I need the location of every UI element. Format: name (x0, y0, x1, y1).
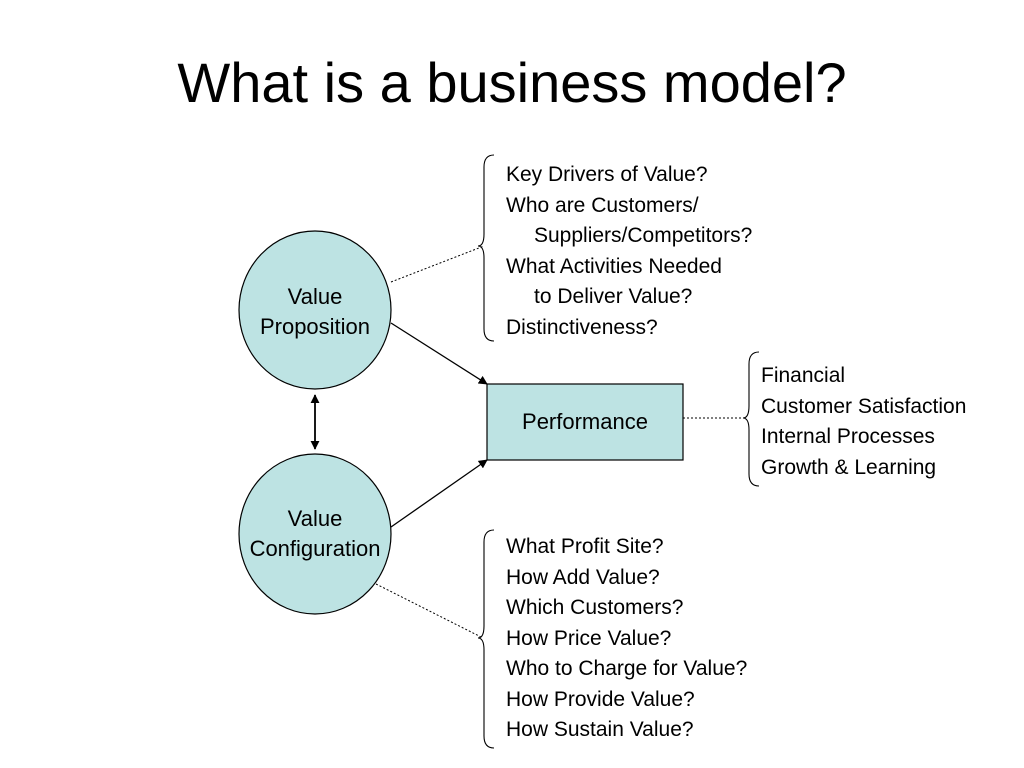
list-item: Distinctiveness? (506, 315, 658, 339)
list-item: Who to Charge for Value? (506, 657, 748, 680)
list-item: Customer Satisfaction (761, 394, 967, 418)
value-configuration-label-line-1: Value (287, 506, 343, 531)
performance-node (486, 383, 684, 461)
list-item: How Sustain Value? (506, 718, 694, 741)
value-configuration-label-line-2: Configuration (249, 536, 381, 561)
list-item: Who are Customers/ (506, 193, 699, 217)
list-item: How Add Value? (506, 565, 660, 589)
list-item: Suppliers/Competitors? (534, 224, 753, 247)
configuration-to-performance-arrow (390, 459, 488, 528)
configuration-questions-list: What Profit Site? How Add Value? Which Cus… (506, 532, 747, 746)
performance-label-text: Performance (522, 409, 648, 434)
value-proposition-node (238, 230, 392, 390)
value-proposition-label-line-2: Proposition (259, 314, 371, 339)
performance-list-brace (742, 351, 760, 487)
list-item: to Deliver Value? (534, 285, 693, 308)
slide-title: What is a business model? (177, 51, 847, 114)
list-item: What Profit Site? (506, 535, 664, 558)
proposition-list-brace (477, 154, 495, 342)
list-item: How Provide Value? (506, 687, 695, 711)
value-configuration-node (238, 453, 392, 615)
list-item: How Price Value? (506, 626, 672, 650)
list-item: What Activities Needed (506, 254, 722, 278)
list-item: Growth & Learning (761, 455, 937, 479)
value-configuration-label: Value Configuration (239, 504, 391, 564)
list-item: Key Drivers of Value? (506, 163, 708, 186)
value-proposition-label: Value Proposition (239, 282, 391, 342)
list-item: Internal Processes (761, 425, 935, 448)
configuration-list-brace (477, 529, 495, 749)
proposition-dotted-connector (390, 245, 485, 283)
performance-label: Performance (487, 407, 683, 437)
proposition-questions-list: Key Drivers of Value? Who are Customers/S… (506, 160, 752, 343)
configuration-dotted-connector (375, 583, 484, 639)
list-item: Which Customers? (506, 596, 684, 619)
proposition-to-performance-arrow (390, 322, 488, 385)
value-proposition-label-line-1: Value (287, 284, 343, 309)
list-item: Financial (761, 364, 846, 387)
